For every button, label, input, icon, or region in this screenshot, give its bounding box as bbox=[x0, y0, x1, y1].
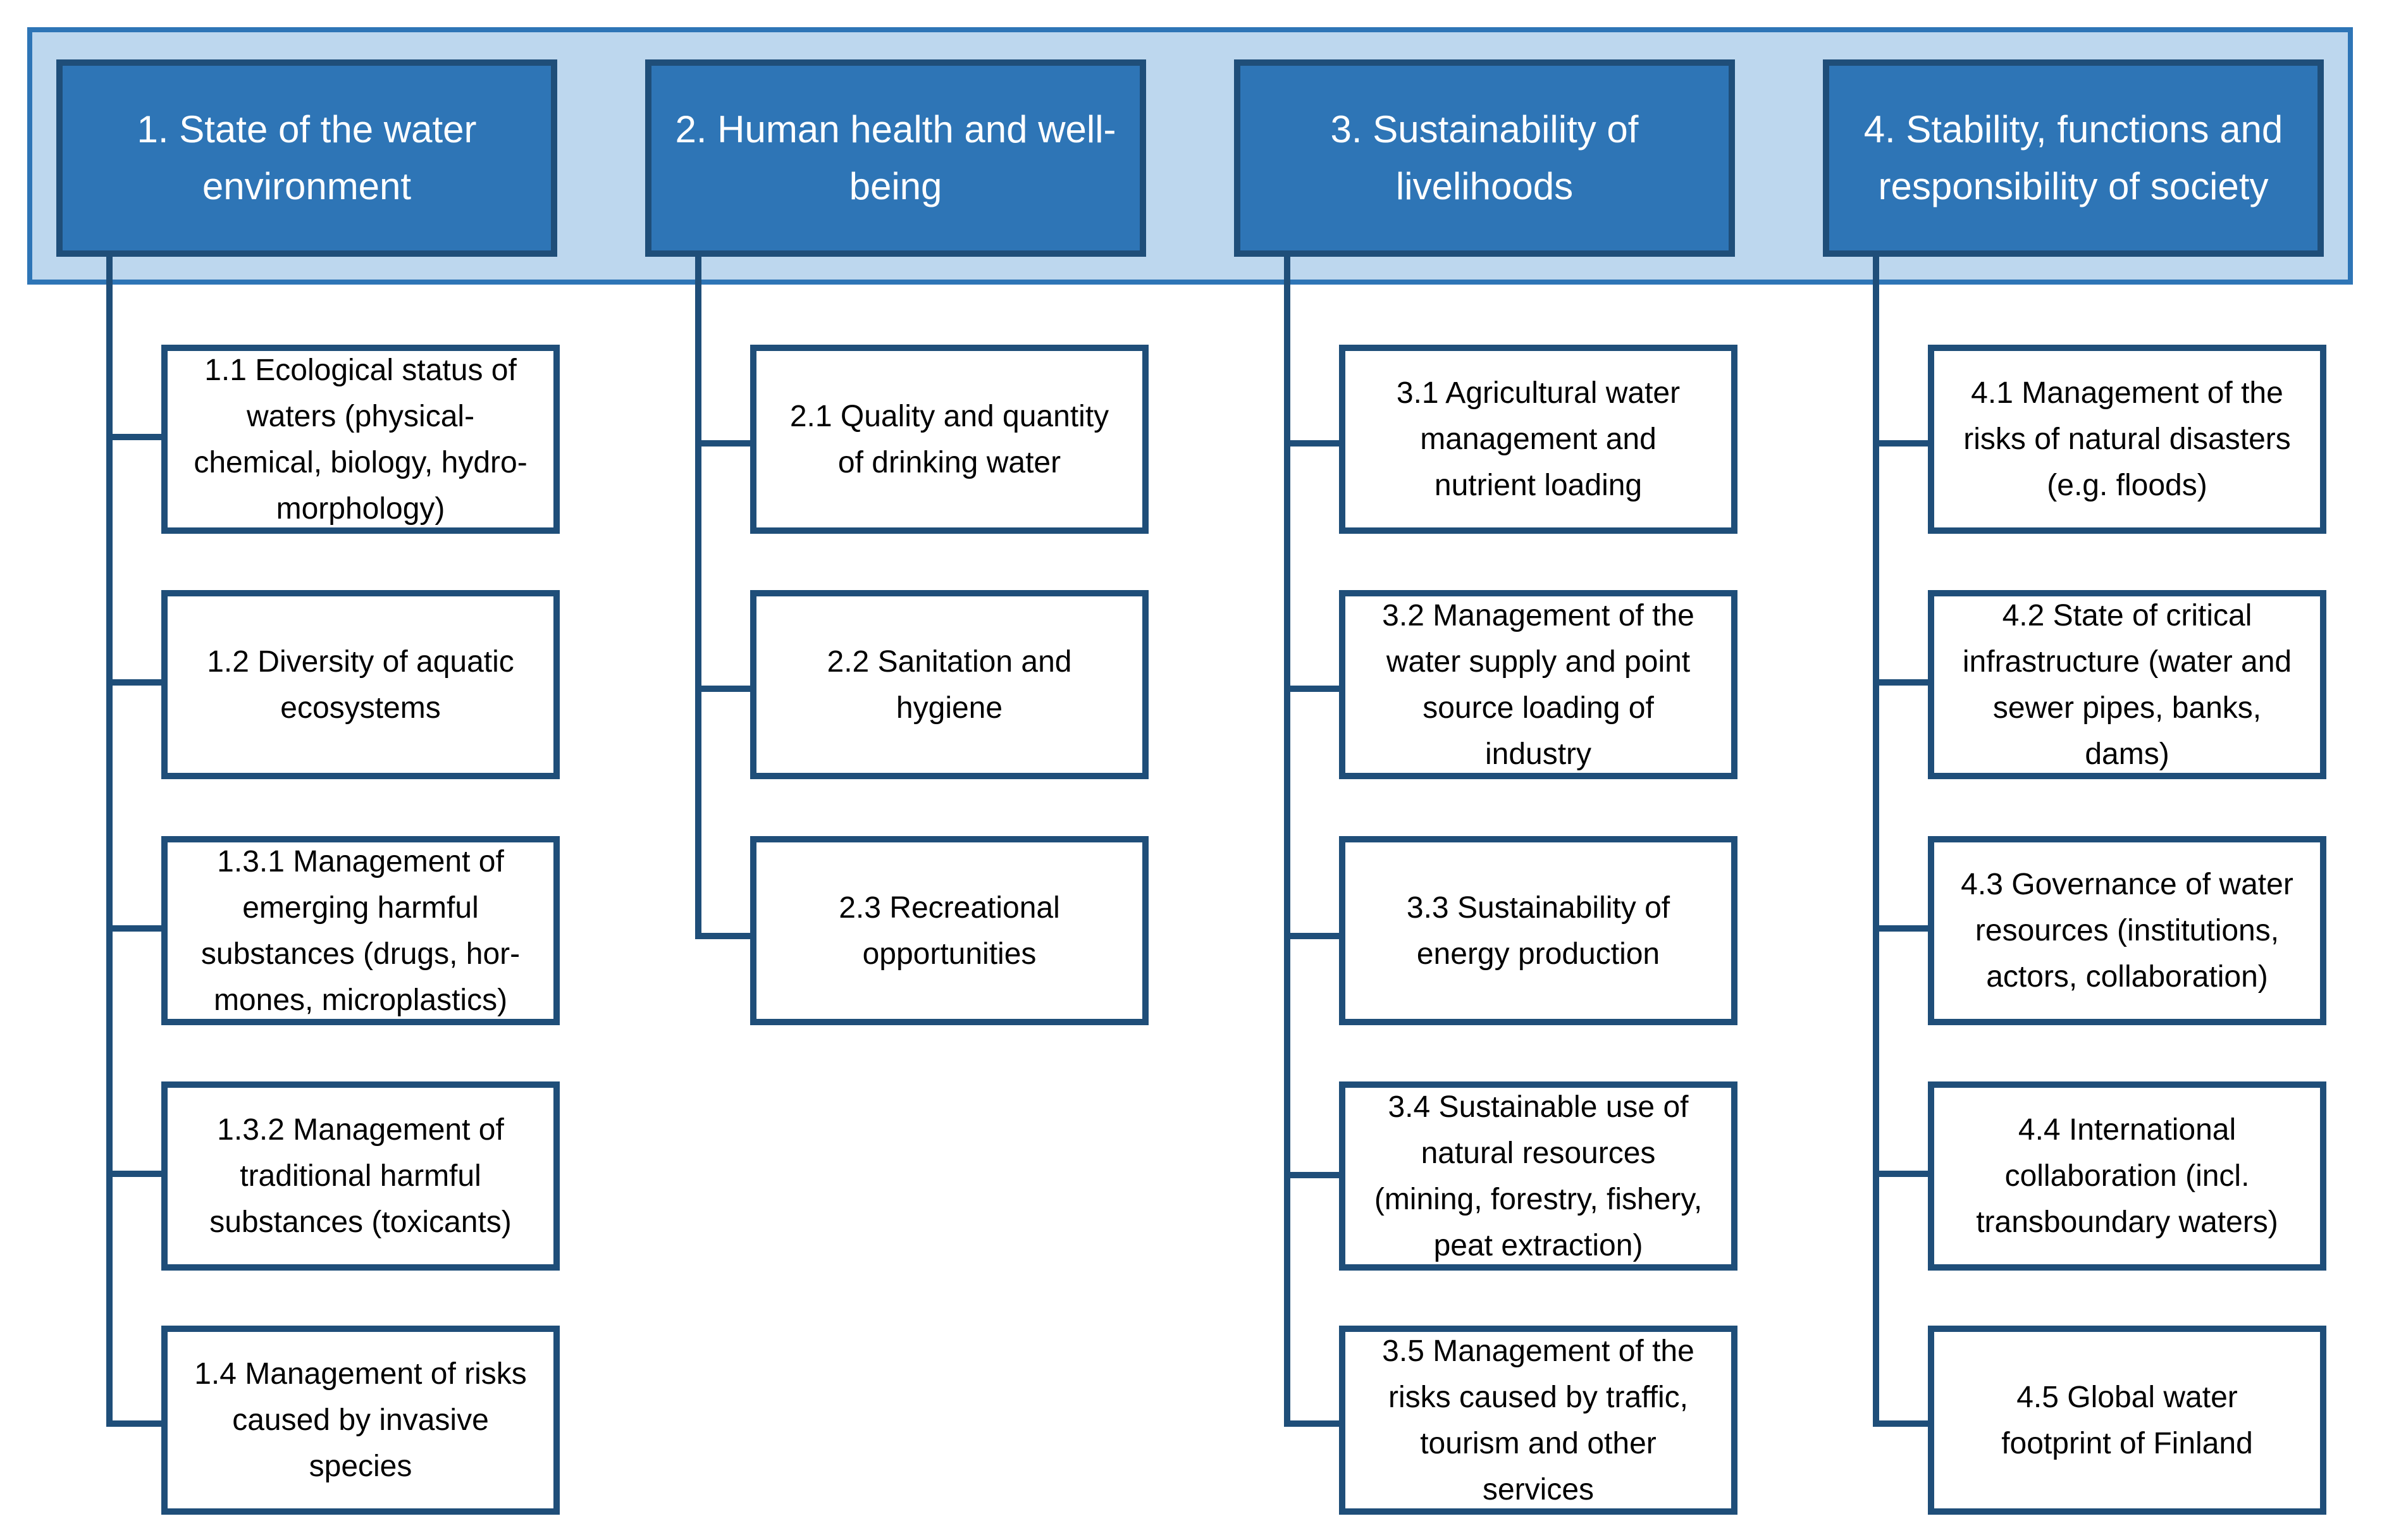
connector-line bbox=[106, 1171, 161, 1177]
box-1-1-ecological-status: 1.1 Ecological status of waters (physica… bbox=[161, 345, 560, 534]
box-1-4-invasive-species: 1.4 Management of risks caused by invasi… bbox=[161, 1326, 560, 1515]
connector-line bbox=[106, 257, 113, 1427]
box-1-2-aquatic-diversity: 1.2 Diversity of aquatic ecosystems bbox=[161, 590, 560, 779]
connector-line bbox=[1873, 440, 1928, 447]
connector-line bbox=[695, 933, 750, 939]
box-1-3-2-traditional-substances: 1.3.2 Management of traditional harmful … bbox=[161, 1081, 560, 1271]
box-4-5-water-footprint: 4.5 Global water footprint of Finland bbox=[1928, 1326, 2326, 1515]
connector-line bbox=[106, 925, 161, 932]
box-2-1-drinking-water: 2.1 Quality and quantity of drinking wat… bbox=[750, 345, 1149, 534]
connector-line bbox=[1284, 257, 1290, 1427]
header-box-state-of-water: 1. State of the water environment bbox=[56, 59, 557, 257]
box-4-4-international-collaboration: 4.4 International collaboration (incl. t… bbox=[1928, 1081, 2326, 1271]
box-1-3-1-emerging-substances: 1.3.1 Management of emerging harmful sub… bbox=[161, 836, 560, 1025]
connector-line bbox=[1284, 1172, 1339, 1178]
header-box-human-health: 2. Human health and well-being bbox=[645, 59, 1146, 257]
connector-line bbox=[1873, 1420, 1928, 1427]
connector-line bbox=[106, 434, 161, 440]
connector-line bbox=[1284, 933, 1339, 939]
connector-line bbox=[1284, 1420, 1339, 1427]
box-4-2-critical-infrastructure: 4.2 State of critical infrastructure (wa… bbox=[1928, 590, 2326, 779]
connector-line bbox=[1284, 440, 1339, 447]
header-box-sustainability-livelihoods: 3. Sustainability of livelihoods bbox=[1234, 59, 1735, 257]
connector-line bbox=[1873, 679, 1928, 686]
box-4-1-natural-disasters: 4.1 Management of the risks of natural d… bbox=[1928, 345, 2326, 534]
box-3-1-agricultural-water: 3.1 Agricultural water management and nu… bbox=[1339, 345, 1737, 534]
connector-line bbox=[106, 1420, 161, 1427]
connector-line bbox=[695, 257, 701, 939]
header-box-society: 4. Stability, functions and responsibili… bbox=[1823, 59, 2324, 257]
connector-line bbox=[1873, 925, 1928, 932]
box-3-4-natural-resources: 3.4 Sustainable use of natural resources… bbox=[1339, 1081, 1737, 1271]
connector-line bbox=[695, 440, 750, 447]
box-4-3-governance: 4.3 Governance of water resources (insti… bbox=[1928, 836, 2326, 1025]
box-2-2-sanitation: 2.2 Sanitation and hygiene bbox=[750, 590, 1149, 779]
connector-line bbox=[1873, 257, 1879, 1427]
box-3-2-water-supply-industry: 3.2 Management of the water supply and p… bbox=[1339, 590, 1737, 779]
connector-line bbox=[1873, 1171, 1928, 1177]
box-3-5-traffic-tourism-risks: 3.5 Management of the risks caused by tr… bbox=[1339, 1326, 1737, 1515]
box-3-3-energy-production: 3.3 Sustainability of energy production bbox=[1339, 836, 1737, 1025]
connector-line bbox=[1284, 686, 1339, 692]
box-2-3-recreation: 2.3 Recreational opportunities bbox=[750, 836, 1149, 1025]
connector-line bbox=[106, 679, 161, 686]
connector-line bbox=[695, 686, 750, 692]
